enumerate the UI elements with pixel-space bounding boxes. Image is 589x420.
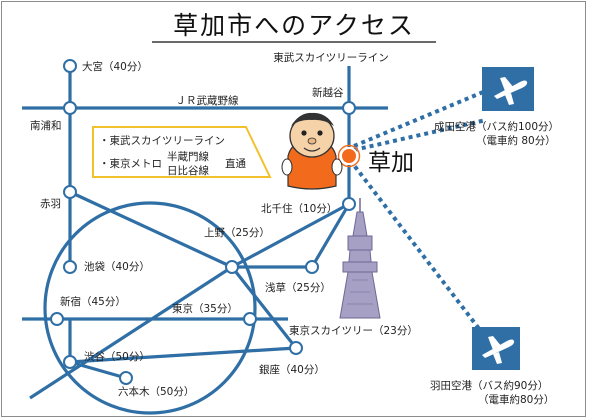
station-minamiurawa[interactable] (63, 101, 77, 115)
haneda-airport: 羽田空港（バス約90分） （電車約80分） (430, 327, 554, 406)
legend-line1: ・東武スカイツリーライン (99, 134, 225, 147)
skytree-tower-icon (339, 198, 381, 319)
label-shibuya: 渋谷（50分） (84, 350, 150, 363)
page-title: 草加市へのアクセス (173, 11, 415, 40)
legend-line2-a: 半蔵門線 (167, 150, 209, 163)
jr-musashino-label: ＪＲ武蔵野線 (176, 94, 239, 107)
label-asakusa: 浅草（25分） (265, 281, 331, 294)
station-omiya[interactable] (63, 59, 77, 73)
station-soka[interactable] (340, 147, 358, 165)
station-shinkoshigaya[interactable] (342, 101, 356, 115)
station-roppongi[interactable] (119, 371, 133, 385)
mascot-icon (281, 112, 343, 190)
station-kitasenju[interactable] (342, 197, 356, 211)
narita-label-2: （電車約 80分） (476, 134, 556, 147)
label-ikebukuro: 池袋（40分） (84, 260, 150, 273)
legend-border (92, 126, 272, 178)
ueno-southwest-line (29, 265, 233, 400)
legend-line2-suffix: 直通 (225, 157, 246, 170)
label-shinjuku: 新宿（45分） (60, 295, 126, 308)
station-asakusa[interactable] (305, 260, 319, 274)
station-tokyo[interactable] (243, 312, 257, 326)
label-shinkoshigaya: 新越谷 (312, 86, 344, 99)
shibuya-roppongi-line (69, 360, 127, 380)
station-shibuya[interactable] (63, 355, 77, 369)
label-omiya: 大宮（40分） (82, 60, 148, 73)
narita-airport: 成田空港（バス約100分） （電車約 80分） (434, 67, 559, 147)
rail-lines (22, 66, 388, 415)
station-ueno[interactable] (225, 260, 239, 274)
narita-dash-line-2 (353, 118, 487, 152)
legend-box: ・東武スカイツリーライン ・東京メトロ 半蔵門線 日比谷線 直通 (92, 126, 272, 178)
station-akabane[interactable] (63, 185, 77, 199)
tobu-line-title: 東武スカイツリーライン (273, 51, 389, 64)
label-ueno: 上野（25分） (204, 227, 270, 239)
narita-dash-line-1 (353, 88, 489, 148)
kitasenju-asakusa-line (310, 203, 351, 268)
station-ginza[interactable] (289, 341, 303, 355)
shibuya-ginza-line (69, 346, 297, 364)
narita-label-1: 成田空港（バス約100分） (434, 120, 559, 133)
station-shinjuku[interactable] (50, 312, 64, 326)
ueno-ginza-line (230, 266, 298, 349)
yamanote-loop (43, 201, 257, 415)
label-roppongi: 六本木（50分） (118, 385, 194, 398)
haneda-dash-line (348, 158, 482, 332)
soka-label: 草加 (368, 150, 414, 176)
label-skytree: 東京スカイツリー（23分） (289, 324, 418, 337)
stations (50, 59, 361, 385)
label-kitasenju: 北千住（10分） (261, 202, 337, 215)
kitasenju-ueno-line (231, 202, 350, 269)
haneda-label-2: （電車約80分） (478, 393, 554, 406)
haneda-label-1: 羽田空港（バス約90分） (430, 379, 548, 392)
label-ginza: 銀座（40分） (259, 363, 325, 376)
akabane-ueno-line (69, 190, 233, 269)
legend-line2-prefix: ・東京メトロ (99, 157, 162, 170)
label-akabane: 赤羽 (40, 198, 61, 210)
station-ikebukuro[interactable] (63, 260, 77, 274)
station-soka-ring (337, 144, 361, 168)
label-tokyo: 東京（35分） (172, 302, 238, 315)
legend-line2-b: 日比谷線 (167, 164, 209, 177)
label-minamiurawa: 南浦和 (30, 119, 62, 132)
